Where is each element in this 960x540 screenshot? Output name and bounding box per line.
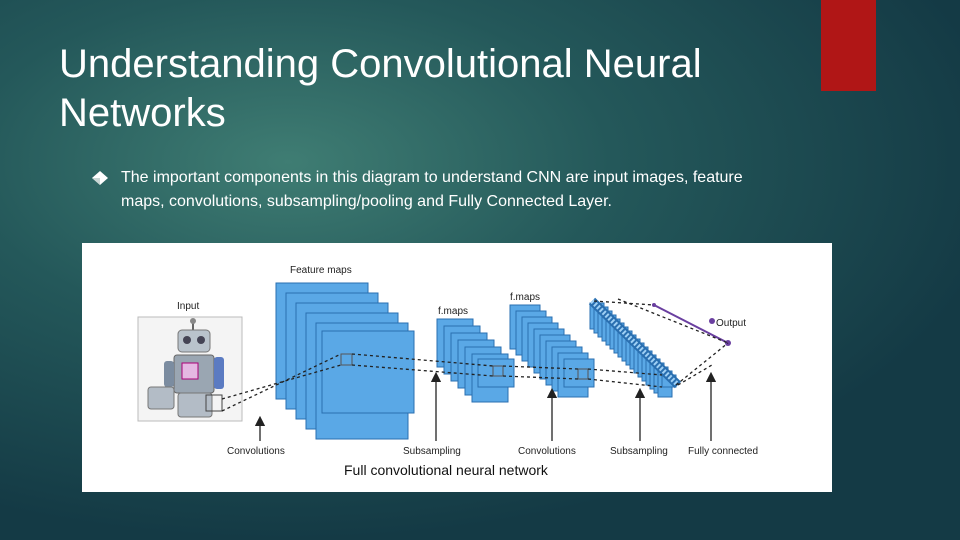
label-feature-maps: Feature maps: [290, 265, 352, 276]
label-fmaps-1: f.maps: [438, 306, 468, 317]
slide-title: Understanding Convolutional Neural Netwo…: [59, 42, 702, 135]
feature-maps-stack: [275, 282, 415, 440]
layer-arrows: [254, 371, 717, 441]
fmaps-stack-1: [436, 318, 515, 403]
fmaps-stack-2: [509, 304, 595, 398]
label-fully-connected: Fully connected: [688, 446, 758, 457]
label-convolutions-2: Convolutions: [518, 446, 576, 457]
bullet-text: The important components in this diagram…: [121, 169, 743, 210]
cnn-diagram-svg: Input Feature maps f.maps: [137, 265, 758, 478]
label-fmaps-2: f.maps: [510, 292, 540, 303]
label-input: Input: [177, 301, 199, 312]
label-convolutions-1: Convolutions: [227, 446, 285, 457]
label-subsampling-2: Subsampling: [610, 446, 668, 457]
diamond-bullet-icon: [92, 171, 108, 185]
label-output: Output: [716, 318, 746, 329]
accent-bar: [821, 0, 876, 91]
cnn-diagram: Input Feature maps f.maps: [82, 243, 832, 492]
fully-connected-stack: [588, 297, 682, 389]
robot-input-icon: [137, 316, 243, 422]
connection-lines: [221, 298, 729, 412]
diagram-caption: Full convolutional neural network: [344, 462, 549, 478]
label-subsampling-1: Subsampling: [403, 446, 461, 457]
